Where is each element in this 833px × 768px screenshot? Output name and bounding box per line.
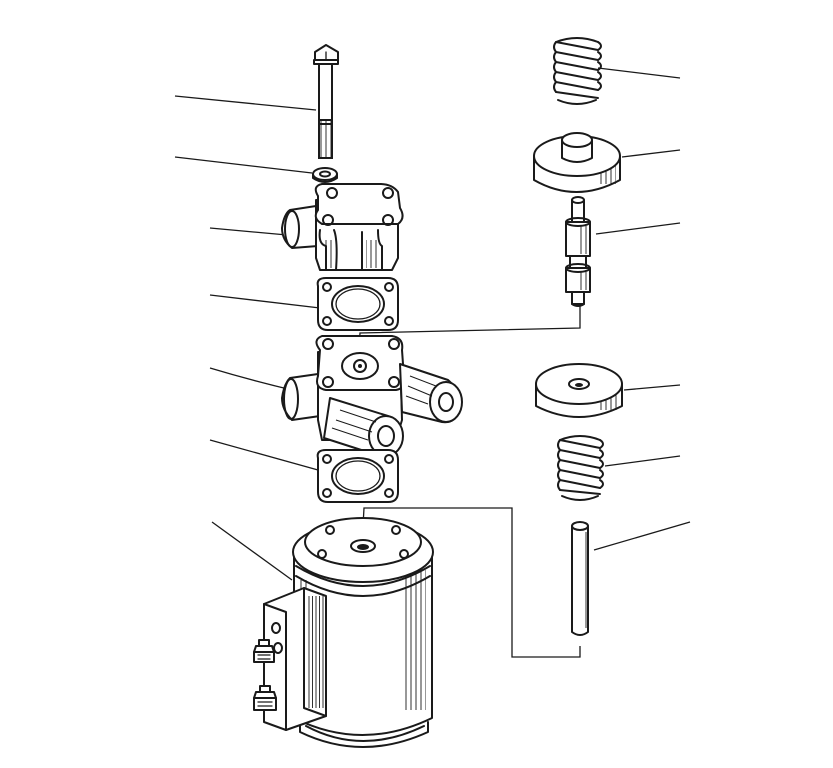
leader-valve-stem (595, 222, 681, 235)
leader-solenoid-housing (211, 521, 293, 581)
valve-body (281, 335, 463, 458)
leader-lower-spring (604, 455, 681, 467)
leader-upper-spring (597, 67, 681, 79)
terminal-stud-lower (253, 685, 277, 711)
upper-spring (553, 37, 602, 105)
leader-washer (174, 156, 313, 174)
terminal-stud-upper (253, 639, 275, 663)
guide-rod-to-housing (361, 507, 581, 658)
leader-push-rod (593, 521, 691, 551)
valve-stem (565, 196, 591, 307)
solenoid-housing (253, 517, 434, 748)
leader-upper-gasket (209, 294, 321, 309)
bolt (313, 44, 339, 159)
lower-gasket (316, 449, 399, 503)
lower-spring (557, 435, 604, 501)
leader-spring-cap (621, 149, 681, 158)
valve-disc (535, 363, 623, 418)
washer (312, 167, 338, 183)
top-cover (281, 183, 404, 271)
upper-gasket (316, 277, 399, 331)
leader-bolt (174, 95, 317, 111)
push-rod (571, 521, 589, 636)
leader-valve-body (209, 367, 293, 391)
leader-lower-gasket (209, 439, 319, 471)
leader-valve-disc (623, 384, 681, 391)
spring-cap (533, 132, 621, 193)
